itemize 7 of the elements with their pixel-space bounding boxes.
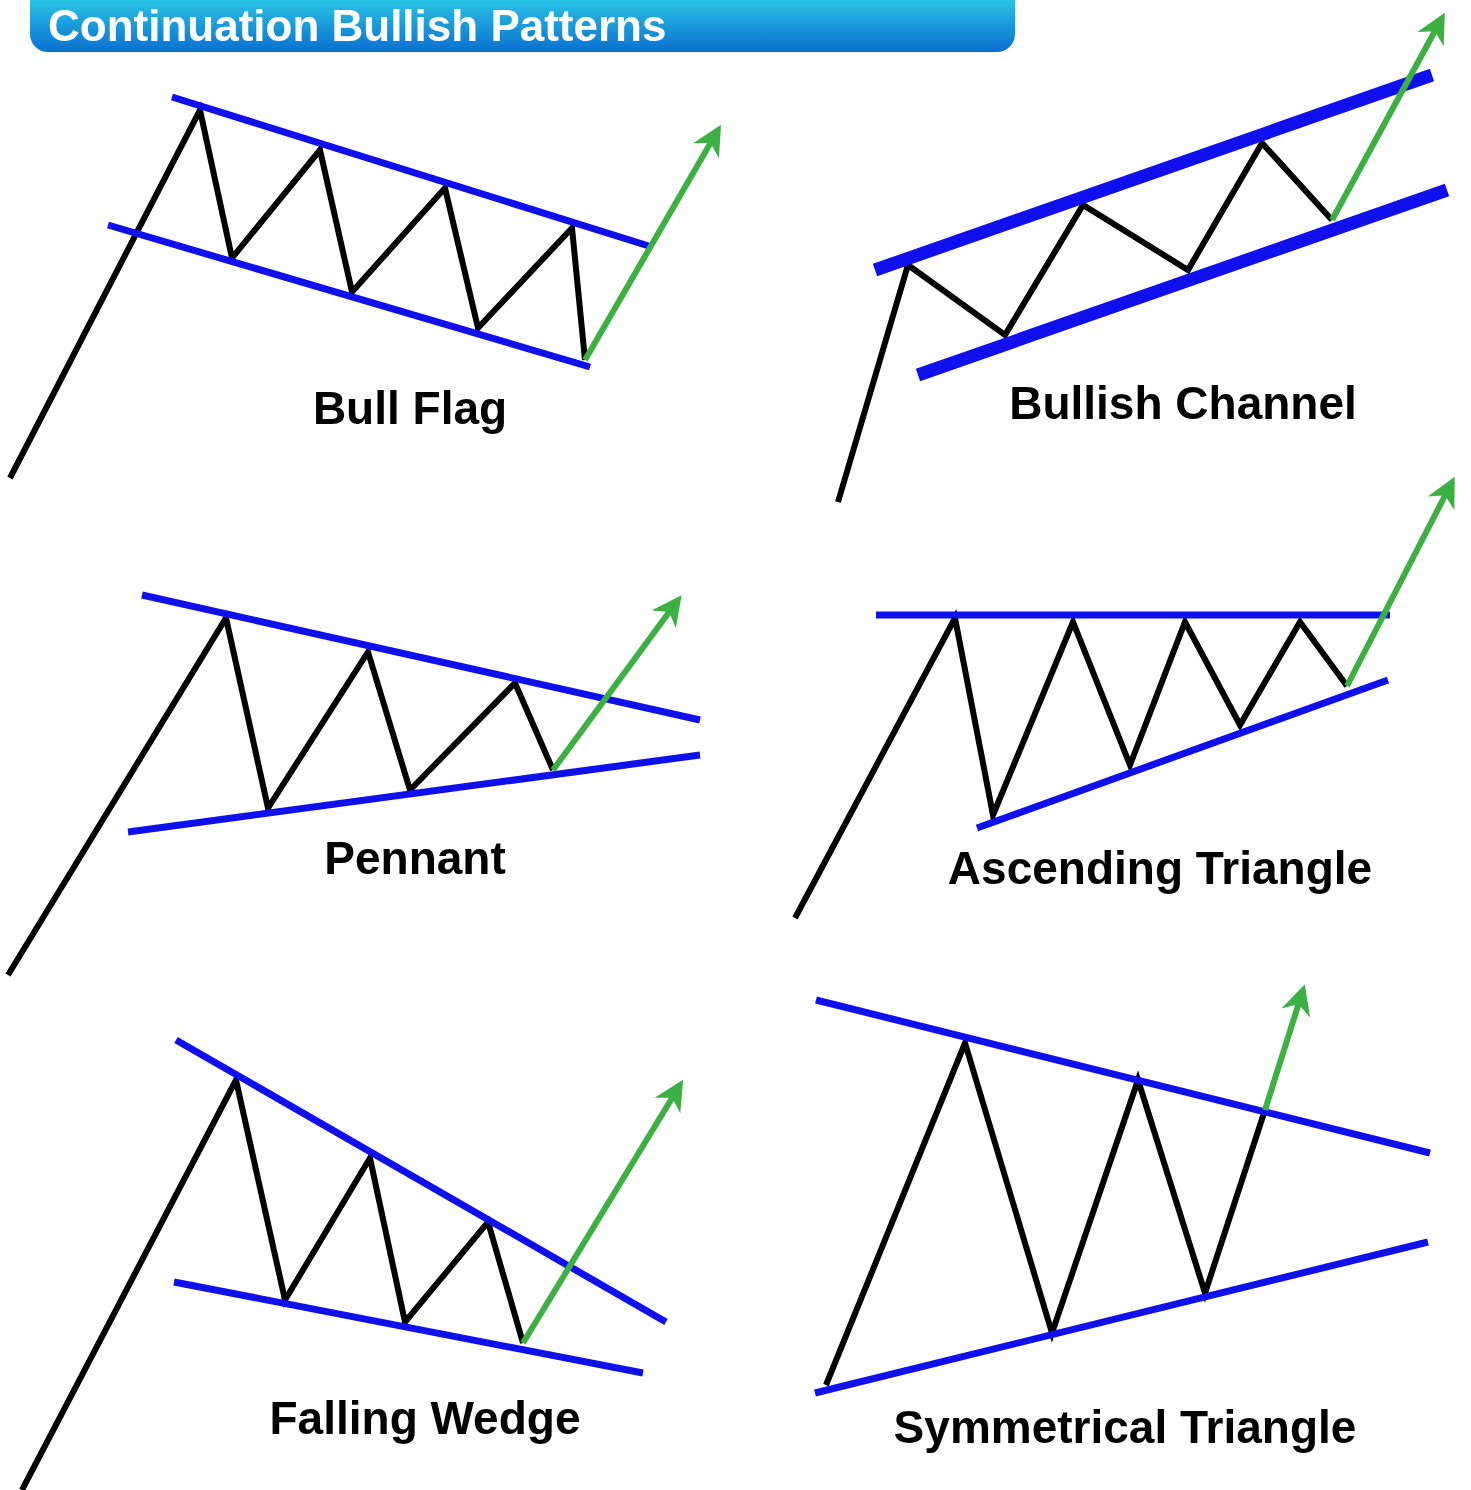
pattern-name: Bull Flag (312, 381, 508, 435)
pattern-name: Ascending Triangle (947, 841, 1373, 895)
pattern-name: Symmetrical Triangle (893, 1400, 1357, 1454)
pattern-name: Falling Wedge (269, 1391, 581, 1445)
pattern-name: Bullish Channel (1009, 376, 1357, 430)
title-banner: Continuation Bullish Patterns (30, 0, 1015, 52)
pattern-name: Pennant (324, 831, 506, 885)
